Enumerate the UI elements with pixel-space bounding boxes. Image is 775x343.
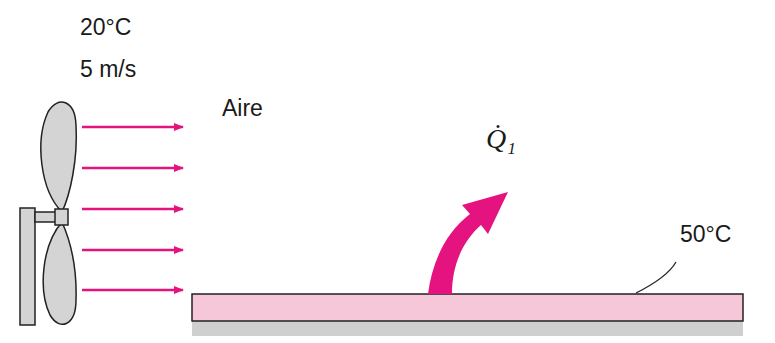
fan-bracket [35, 212, 57, 222]
air-temperature: 20°C [80, 15, 131, 40]
air-flow-arrows [82, 127, 183, 290]
heat-rate: Q̇₁ [486, 124, 516, 155]
fluid-name: Aire [222, 96, 263, 121]
leader-line [636, 262, 676, 293]
fan-blade [43, 222, 76, 324]
heat-flow-arrow [428, 192, 508, 294]
air-velocity: 5 m/s [80, 57, 136, 82]
surface-temperature: 50°C [680, 222, 731, 247]
hot-plate [192, 294, 743, 321]
fan-blade [41, 102, 76, 212]
plate-shadow [192, 320, 743, 336]
fan-stand [20, 208, 35, 325]
fan-hub [55, 209, 68, 225]
